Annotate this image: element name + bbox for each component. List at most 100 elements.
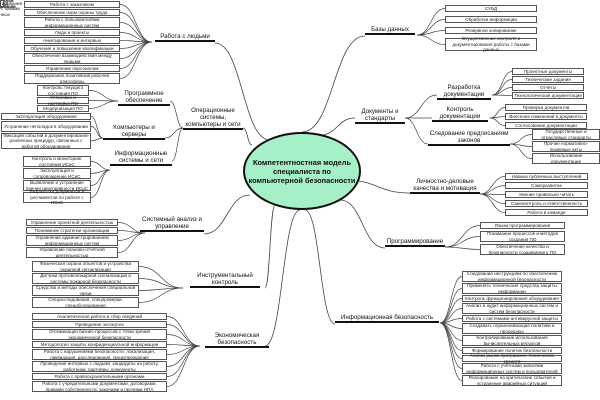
connector-line bbox=[491, 94, 513, 96]
leaf-node: Умение правильно читать bbox=[505, 191, 588, 198]
connector-line bbox=[479, 193, 506, 213]
connector-line bbox=[264, 204, 276, 289]
connector-line bbox=[88, 100, 119, 109]
connector-line bbox=[119, 41, 153, 59]
leaf-node: Работа в команде bbox=[505, 209, 588, 216]
leaf-node: Анализ и аудит информационных систем и с… bbox=[462, 303, 562, 314]
connector-line bbox=[439, 288, 463, 324]
leaf-node: Резервное копирование bbox=[445, 27, 537, 34]
leaf-node: Контроль функционирования оборудования bbox=[462, 295, 562, 302]
connector-line bbox=[117, 232, 146, 241]
leaf-node: Проектные документы bbox=[512, 68, 584, 75]
connector-line bbox=[509, 143, 533, 159]
branch-underline bbox=[140, 230, 204, 232]
branch-label: Работа с людьми bbox=[160, 33, 210, 40]
branch-underline bbox=[385, 245, 445, 247]
branch-programming: Программирование bbox=[385, 238, 445, 247]
leaf-node: Разработка документов и регламентов по р… bbox=[23, 189, 91, 205]
branch-software: Программное обеспечение bbox=[118, 90, 170, 106]
branch-label: Информационная безопасность bbox=[340, 314, 434, 321]
branch-people: Работа с людьми bbox=[155, 33, 215, 42]
connector-line bbox=[169, 100, 184, 129]
leaf-node: Самоконтроль и ответственность bbox=[505, 200, 588, 207]
leaf-node: Языки программирования bbox=[480, 222, 565, 229]
leaf-node: Технические задания bbox=[512, 76, 584, 83]
connector-line bbox=[138, 266, 184, 289]
connector-line bbox=[88, 90, 119, 102]
leaf-node: Применять технические средства защиты ин… bbox=[462, 283, 562, 294]
branch-underline bbox=[205, 346, 269, 348]
leaf-node: Анкетирование и интервью bbox=[24, 37, 120, 44]
leaf-node: Эксплуатация и сопровождение ИСиС bbox=[23, 168, 91, 179]
leaf-node: Осуществление контроля и документировани… bbox=[0, 0, 23, 17]
leaf-node: Методология защиты конфиденциальной инфо… bbox=[32, 341, 167, 348]
leaf-node: Контроль текущего состояния ПО bbox=[37, 85, 89, 96]
connector-line bbox=[479, 176, 506, 195]
connector-line bbox=[171, 127, 184, 162]
connector-line bbox=[439, 276, 463, 324]
leaf-node: Физическая охрана объектов и устройства … bbox=[32, 261, 139, 272]
leaf-node: Установка и настройка ПО bbox=[37, 95, 89, 106]
leaf-node: Обработка информации bbox=[445, 16, 537, 23]
branch-label: Инструментальный контроль bbox=[197, 272, 253, 286]
connector-line bbox=[416, 8, 446, 36]
leaf-node: Обеспечение качества и безопасности созд… bbox=[480, 244, 565, 255]
connector-line bbox=[90, 161, 111, 171]
connector-line bbox=[264, 209, 301, 347]
connector-line bbox=[119, 41, 153, 69]
connector-line bbox=[119, 41, 153, 79]
branch-underline bbox=[432, 120, 488, 122]
leaf-node: Согласование документации bbox=[505, 122, 587, 129]
branch-underline bbox=[155, 40, 215, 42]
connector-line bbox=[479, 193, 506, 204]
branch-infosec: Информационная безопасность bbox=[335, 314, 439, 323]
leaf-node: Управление планово-отчётной деятельность… bbox=[26, 247, 118, 258]
branch-label: Экономическая безопасность bbox=[214, 332, 260, 346]
leaf-node: Выявление и устранение причин неисправно… bbox=[23, 180, 91, 191]
branch-label: Компьютеры и серверы bbox=[113, 124, 155, 138]
connector-line bbox=[439, 322, 463, 381]
leaf-node: Устранение неполадок в оборудовании bbox=[1, 121, 91, 132]
branch-underline bbox=[355, 122, 405, 124]
leaf-node: Средства и методы обеспечения специально… bbox=[32, 285, 139, 296]
branch-laws: Следование предписаниям законов bbox=[428, 130, 510, 146]
connector-line bbox=[166, 345, 201, 387]
connector-line bbox=[509, 134, 533, 145]
leaf-node: Модернизация ПО bbox=[37, 105, 89, 112]
connector-line bbox=[489, 117, 506, 126]
leaf-node: Анализ рынка программно-технических сред… bbox=[462, 353, 562, 364]
connector-line bbox=[166, 316, 201, 347]
leaf-node: Навыки публичных выступлений bbox=[505, 173, 588, 180]
leaf-node: Технологическая документация bbox=[512, 92, 584, 99]
branch-label: Операционные системы, компьютеры и сети bbox=[185, 107, 241, 128]
branch-docs: Документы и стандарты bbox=[355, 108, 405, 124]
leaf-node: Проверка документов bbox=[505, 104, 587, 111]
leaf-node: Обеспечение норм охраны труда bbox=[24, 9, 120, 16]
leaf-node: Управление администрированием информацио… bbox=[26, 235, 118, 246]
leaf-node: Работа с учредительными документами, дог… bbox=[32, 381, 167, 392]
leaf-node: Отчёты bbox=[512, 84, 584, 91]
branch-economic: Экономическая безопасность bbox=[205, 332, 269, 348]
leaf-node: Работа с правоохранительными органами bbox=[32, 373, 167, 380]
leaf-node: Контролирование использования вычислител… bbox=[462, 335, 562, 346]
connector-line bbox=[90, 137, 104, 142]
leaf-node: Оптимизация бизнес-процессов с точки зре… bbox=[32, 329, 167, 340]
branch-underline bbox=[183, 128, 243, 130]
connector-line bbox=[416, 30, 446, 36]
connector-line bbox=[138, 278, 184, 289]
leaf-node: Работа с нарушениями безопасности: локал… bbox=[32, 349, 167, 360]
branch-label: Программное обеспечение bbox=[124, 90, 164, 104]
leaf-node: Работа с пользователями информационных с… bbox=[24, 17, 120, 28]
leaf-node: Работа с учётными записями информационны… bbox=[462, 363, 562, 374]
branch-infosys: Информационные системы и сети bbox=[110, 150, 172, 166]
leaf-node: Поддержание позитивной рабочей атмосферы bbox=[24, 73, 120, 84]
central-node-title: Компетентностная модель специалиста по к… bbox=[248, 157, 356, 185]
branch-label: Программирование bbox=[386, 238, 444, 245]
branch-underline bbox=[335, 321, 439, 323]
leaf-node: Работа с заказчиком bbox=[24, 1, 120, 8]
leaf-node: Создавать ограничивающие политики и проц… bbox=[462, 323, 562, 334]
leaf-node: Саморазвитие bbox=[505, 182, 588, 189]
branch-control: Контроль документации bbox=[432, 106, 488, 122]
leaf-node: Осуществление контроля и документировани… bbox=[445, 36, 537, 52]
